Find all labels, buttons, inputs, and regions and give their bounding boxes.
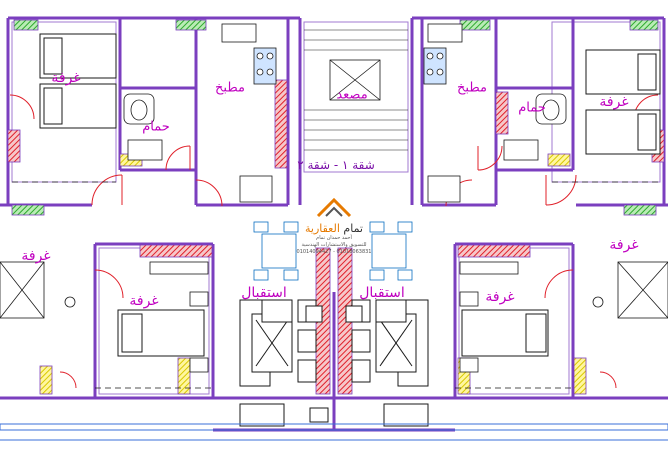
label-kitchen-right: مطبخ: [457, 80, 487, 96]
bath-fixtures: [123, 93, 567, 161]
label-kitchen-left: مطبخ: [215, 80, 245, 96]
company-logo: تمام العقارية أحمد حمدان تمام للتسويق وا…: [282, 196, 386, 266]
label-room-center-left: غرفة: [129, 293, 159, 309]
doors: [9, 94, 659, 389]
label-room-mid-left: غرفة: [21, 248, 51, 264]
logo-line-2: للتسويق والاستشارات الهندسية: [301, 242, 367, 248]
logo-line-3: 01014094427 - 01018063831: [296, 249, 372, 255]
beds: [39, 33, 661, 357]
label-unit-numbers: شقة ١ - شقة ٢: [297, 158, 375, 172]
kitchen-fixtures: [221, 23, 463, 203]
label-reception-left: استقبال: [241, 285, 287, 301]
label-room-center-right: غرفة: [485, 289, 515, 305]
hatched-walls: [7, 19, 665, 395]
label-bath-top-right: حمام: [518, 100, 546, 116]
label-room-top-left: غرفة: [51, 70, 81, 86]
label-bath-top-left: حمام: [142, 119, 170, 135]
label-room-mid-right: غرفة: [609, 237, 639, 253]
label-room-top-right: غرفة: [599, 94, 629, 110]
logo-line-1: أحمد حمدان تمام: [316, 235, 352, 241]
label-reception-right: استقبال: [359, 285, 405, 301]
elevator-core: [304, 29, 408, 151]
label-elevator: مصعد: [336, 87, 368, 103]
sofas: [239, 299, 429, 427]
logo-brand: تمام العقارية: [305, 222, 363, 235]
dining-tables: [253, 221, 413, 281]
house-roof-icon: [316, 197, 352, 218]
